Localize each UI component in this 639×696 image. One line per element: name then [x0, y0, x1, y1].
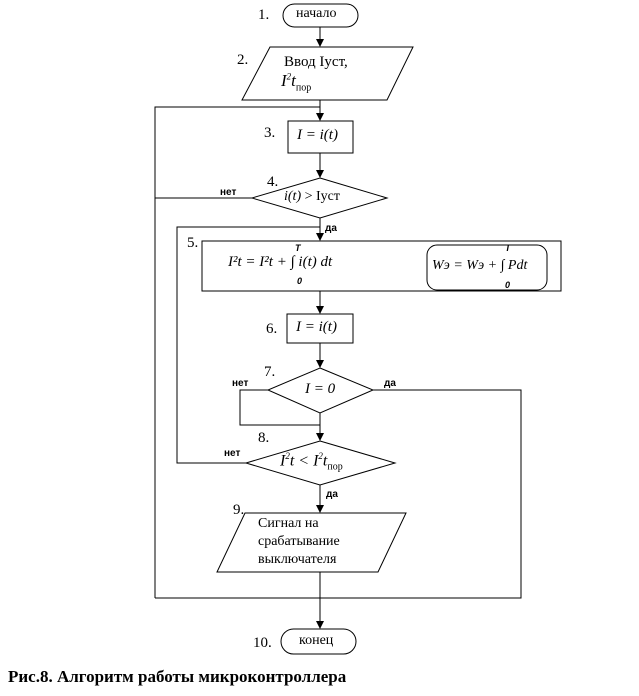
step-number-9: 9.: [233, 502, 245, 518]
step-number-4: 4.: [267, 174, 279, 190]
input-parallelogram: [241, 46, 414, 101]
branch-no-4: нет: [220, 187, 237, 198]
energy-lower-limit: 0: [505, 280, 511, 290]
step-number-2: 2.: [237, 52, 249, 68]
branch-yes-7: да: [384, 378, 396, 389]
decision-7-text: I = 0: [305, 381, 336, 397]
end-terminator: [280, 628, 357, 655]
end-label: конец: [299, 633, 334, 648]
assign-3-text: I = i(t): [297, 127, 338, 143]
branch-yes-8: да: [326, 489, 338, 500]
output-9-text: Сигнал на срабатывание выключателя: [258, 515, 340, 569]
output-line-2: срабатывание: [258, 534, 340, 549]
step-number-1: 1.: [258, 7, 270, 23]
step-number-6: 6.: [266, 321, 278, 337]
output-line-3: выключателя: [258, 552, 337, 567]
energy-formula: Wэ = Wэ + ∫ Pdt: [432, 258, 528, 273]
start-label: начало: [296, 6, 337, 21]
assign-6-text: I = i(t): [296, 319, 337, 335]
branch-yes-4: да: [325, 223, 337, 234]
energy-upper-limit: T: [505, 243, 511, 253]
branch-no-7: нет: [232, 378, 249, 389]
accumulate-process-5: [201, 240, 562, 292]
step-number-7: 7.: [264, 364, 276, 380]
figure-caption: Рис.8. Алгоритм работы микроконтроллера: [8, 667, 347, 686]
integral-upper-limit: T: [295, 243, 301, 253]
step-number-8: 8.: [258, 430, 270, 446]
decision-4-text: i(t) > Iуст: [284, 189, 340, 204]
branch-no-8: нет: [224, 448, 241, 459]
energy-formula-box: [426, 244, 548, 291]
input-threshold: I2tпор: [281, 71, 312, 94]
step-number-10: 10.: [253, 635, 272, 651]
decision-8-text: I2t < I2tпор: [280, 451, 343, 473]
step-number-3: 3.: [264, 125, 276, 141]
input-line-1: Ввод Iуст,: [284, 54, 348, 70]
output-parallelogram: [216, 512, 407, 573]
integral-lower-limit: 0: [297, 276, 303, 286]
formula-5-main: I²t = I²t + ∫ i(t) dt: [228, 254, 333, 270]
step-number-5: 5.: [187, 235, 199, 251]
output-line-1: Сигнал на: [258, 516, 319, 531]
